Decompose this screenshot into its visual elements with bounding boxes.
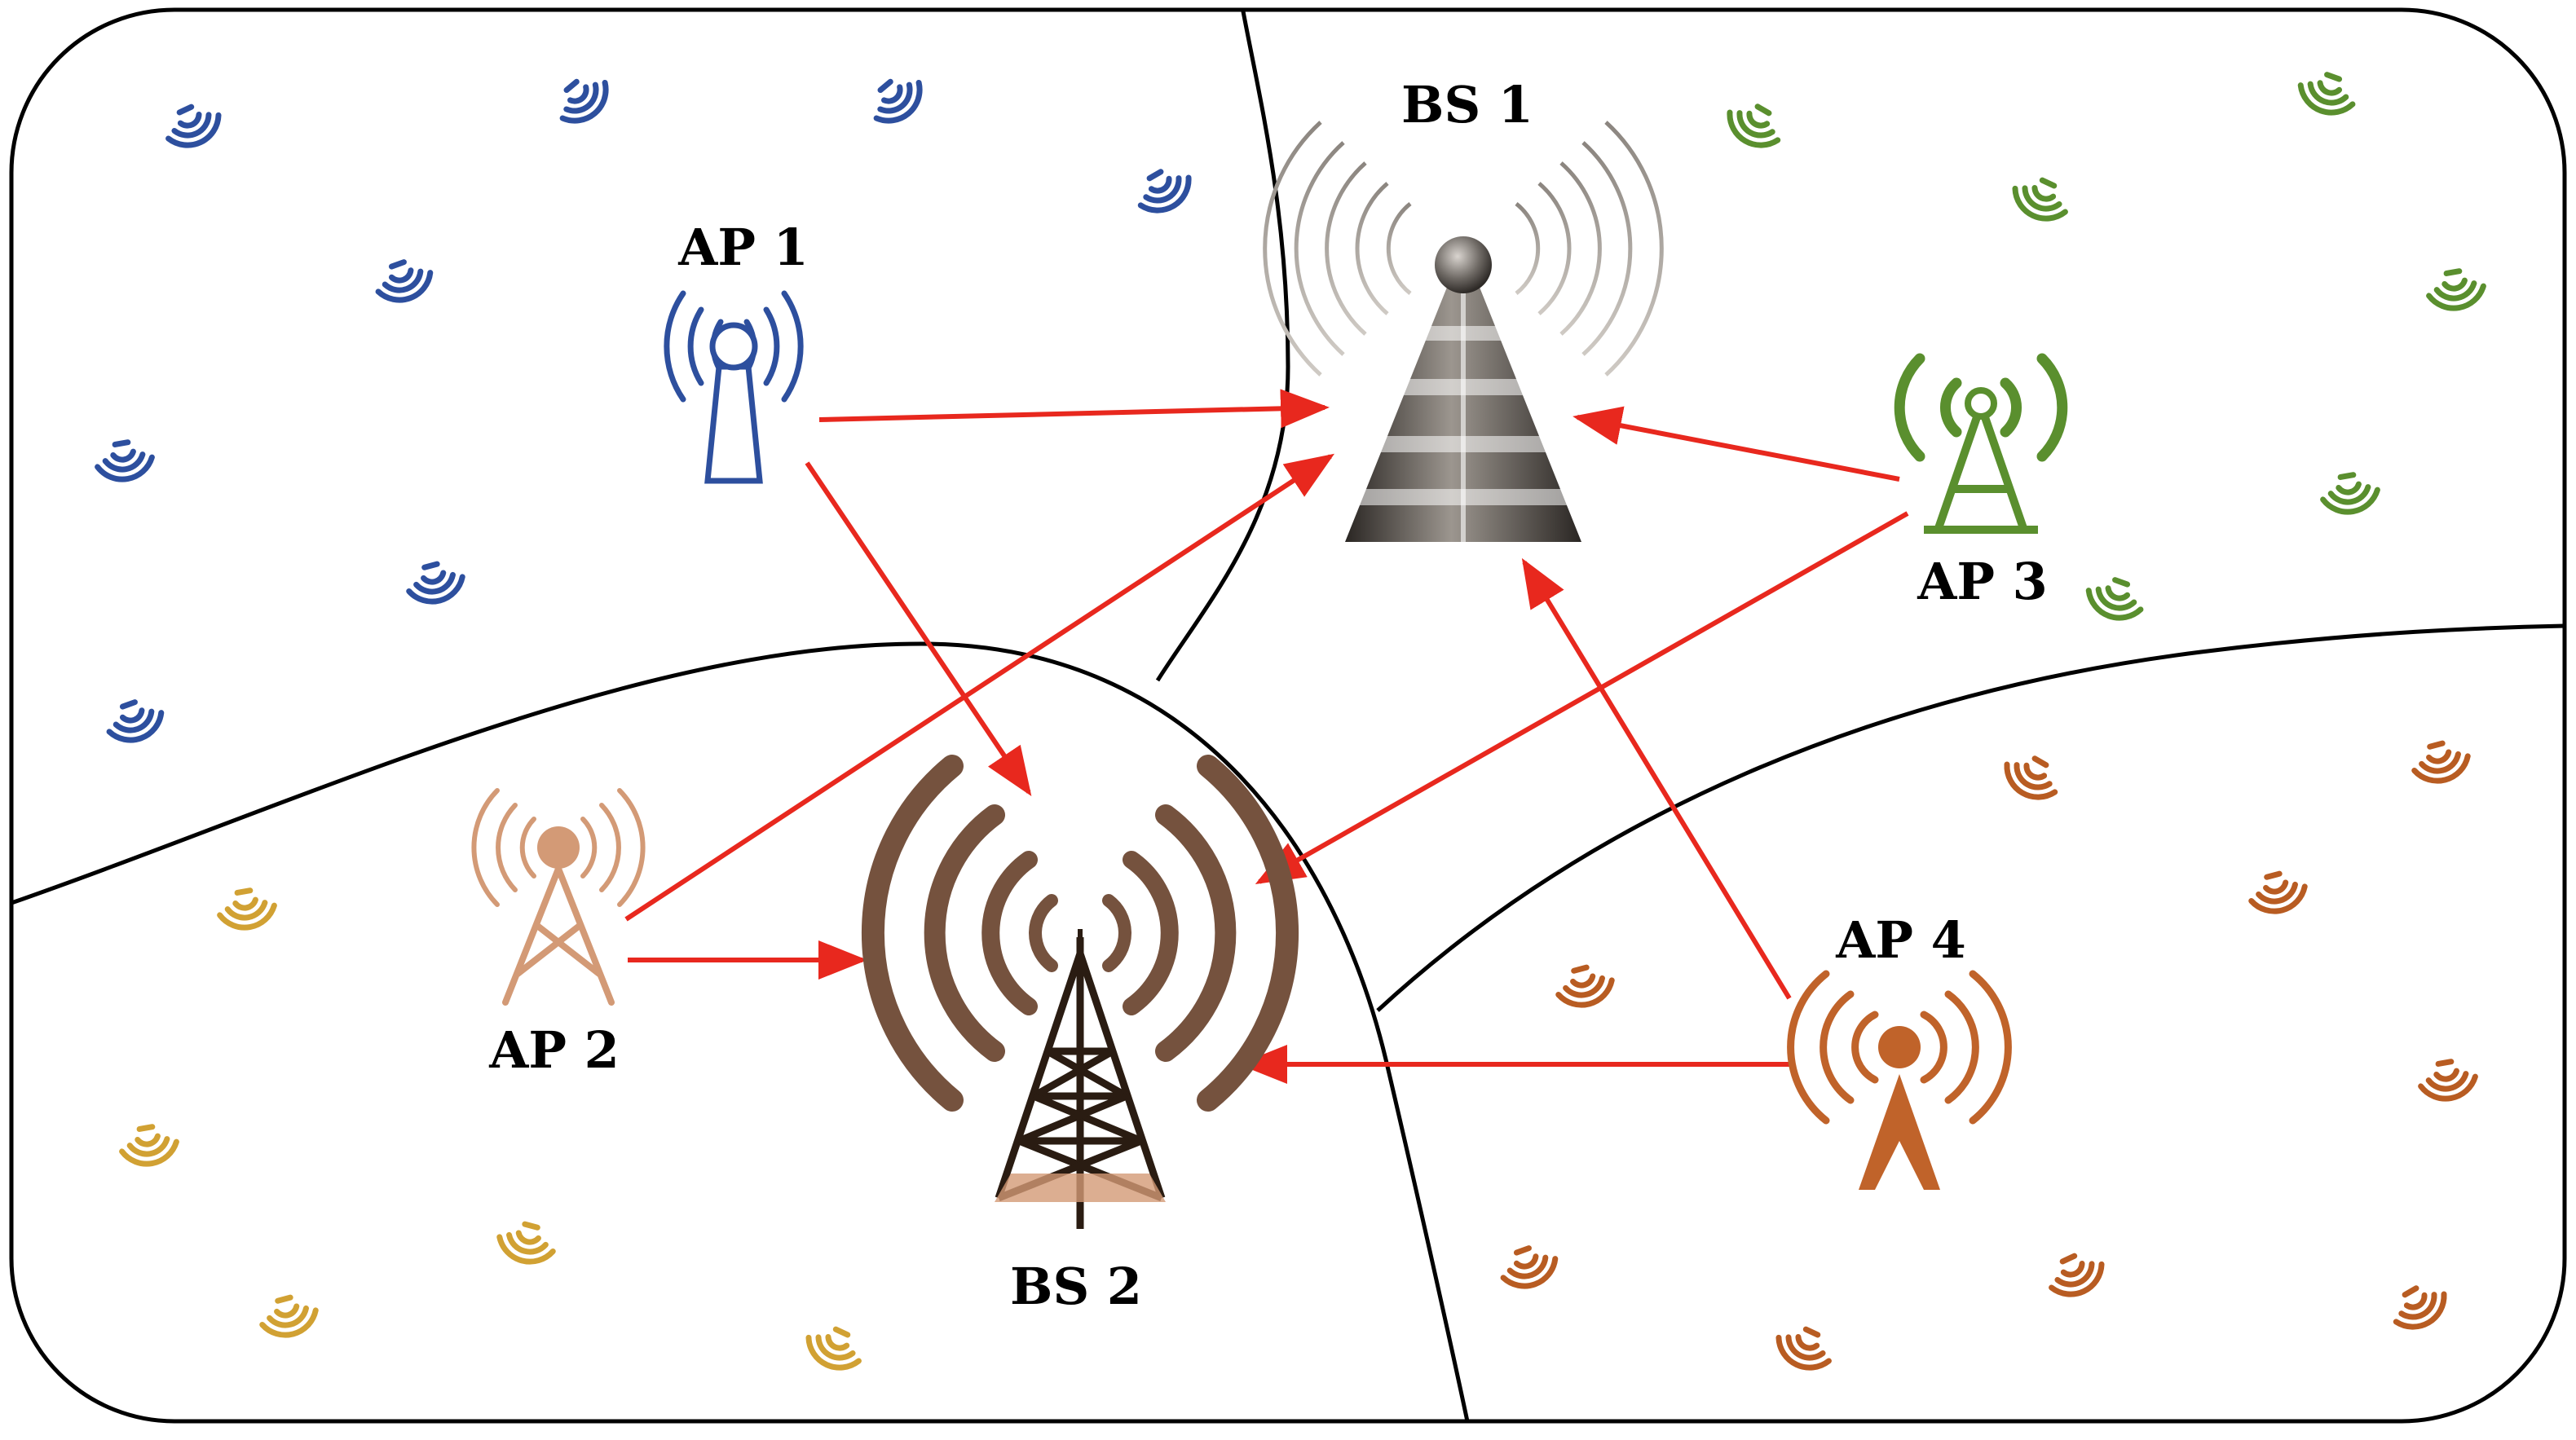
- ap4-antenna-icon: [1787, 970, 2012, 1190]
- wifi-signal-icon: [375, 259, 434, 303]
- link-ap1-bs2: [805, 461, 1032, 796]
- wifi-signal-icon: [2004, 755, 2058, 800]
- bs1-tower-icon: [1263, 121, 1664, 542]
- wifi-signal-icon: [2426, 268, 2486, 311]
- wifi-signal-icon: [2085, 577, 2144, 621]
- wifi-signal-icon: [1555, 964, 1615, 1008]
- label-ap2: AP 2: [488, 1020, 619, 1080]
- wifi-signal-icon: [805, 1326, 862, 1371]
- wifi-signal-icon: [165, 103, 222, 148]
- frame-border: [9, 7, 2567, 1424]
- wifi-signal-icon: [2393, 1285, 2447, 1330]
- bs2-tower-icon: [862, 755, 1299, 1229]
- wifi-signal-icon: [259, 1294, 319, 1338]
- wifi-signal-icon: [119, 1124, 179, 1167]
- link-ap1-bs1: [818, 389, 1330, 429]
- ap3-antenna-icon: [1894, 353, 2068, 534]
- label-ap1: AP 1: [677, 218, 808, 277]
- wifi-signal-icon: [95, 439, 155, 482]
- wifi-signal-icon: [1775, 1326, 1832, 1371]
- wifi-signal-icon: [2049, 1253, 2105, 1297]
- wifi-signal-icon: [2012, 177, 2068, 222]
- wifi-signal-icon: [1500, 1245, 1559, 1289]
- wifi-signal-icon: [217, 887, 277, 931]
- boundary-left-curve: [11, 641, 1470, 1422]
- ap1-antenna-icon: [664, 290, 804, 484]
- wifi-signal-icon: [2320, 472, 2380, 515]
- links: [624, 389, 1909, 1084]
- wifi-signal-icon: [496, 1221, 556, 1265]
- region-boundaries: [11, 11, 2565, 1422]
- link-ap2-bs1: [624, 453, 1335, 922]
- boundary-right-curve: [1376, 623, 2565, 1012]
- link-ap3-bs2: [1255, 511, 1909, 884]
- wifi-signal-icon: [406, 561, 465, 605]
- label-ap4: AP 4: [1835, 910, 1965, 970]
- label-ap3: AP 3: [1917, 552, 2047, 611]
- wifi-signal-icon: [559, 78, 609, 124]
- wifi-signal-icon: [2411, 740, 2471, 784]
- wifi-signal-icon: [1137, 169, 1192, 214]
- boundary-top-vertical: [1155, 11, 1290, 682]
- link-ap4-bs1: [1521, 557, 1792, 1000]
- label-bs1: BS 1: [1401, 75, 1533, 134]
- wifi-signal-icon: [873, 78, 923, 124]
- user-devices: [95, 72, 2486, 1371]
- ap2-antenna-icon: [471, 788, 646, 1006]
- wifi-signal-icon: [106, 699, 165, 743]
- link-ap3-bs1: [1573, 406, 1900, 482]
- wifi-signal-icon: [1727, 103, 1781, 148]
- wifi-signal-icon: [2418, 1059, 2478, 1102]
- label-bs2: BS 2: [1010, 1257, 1142, 1316]
- wifi-signal-icon: [2248, 870, 2308, 914]
- wifi-signal-icon: [2297, 72, 2356, 116]
